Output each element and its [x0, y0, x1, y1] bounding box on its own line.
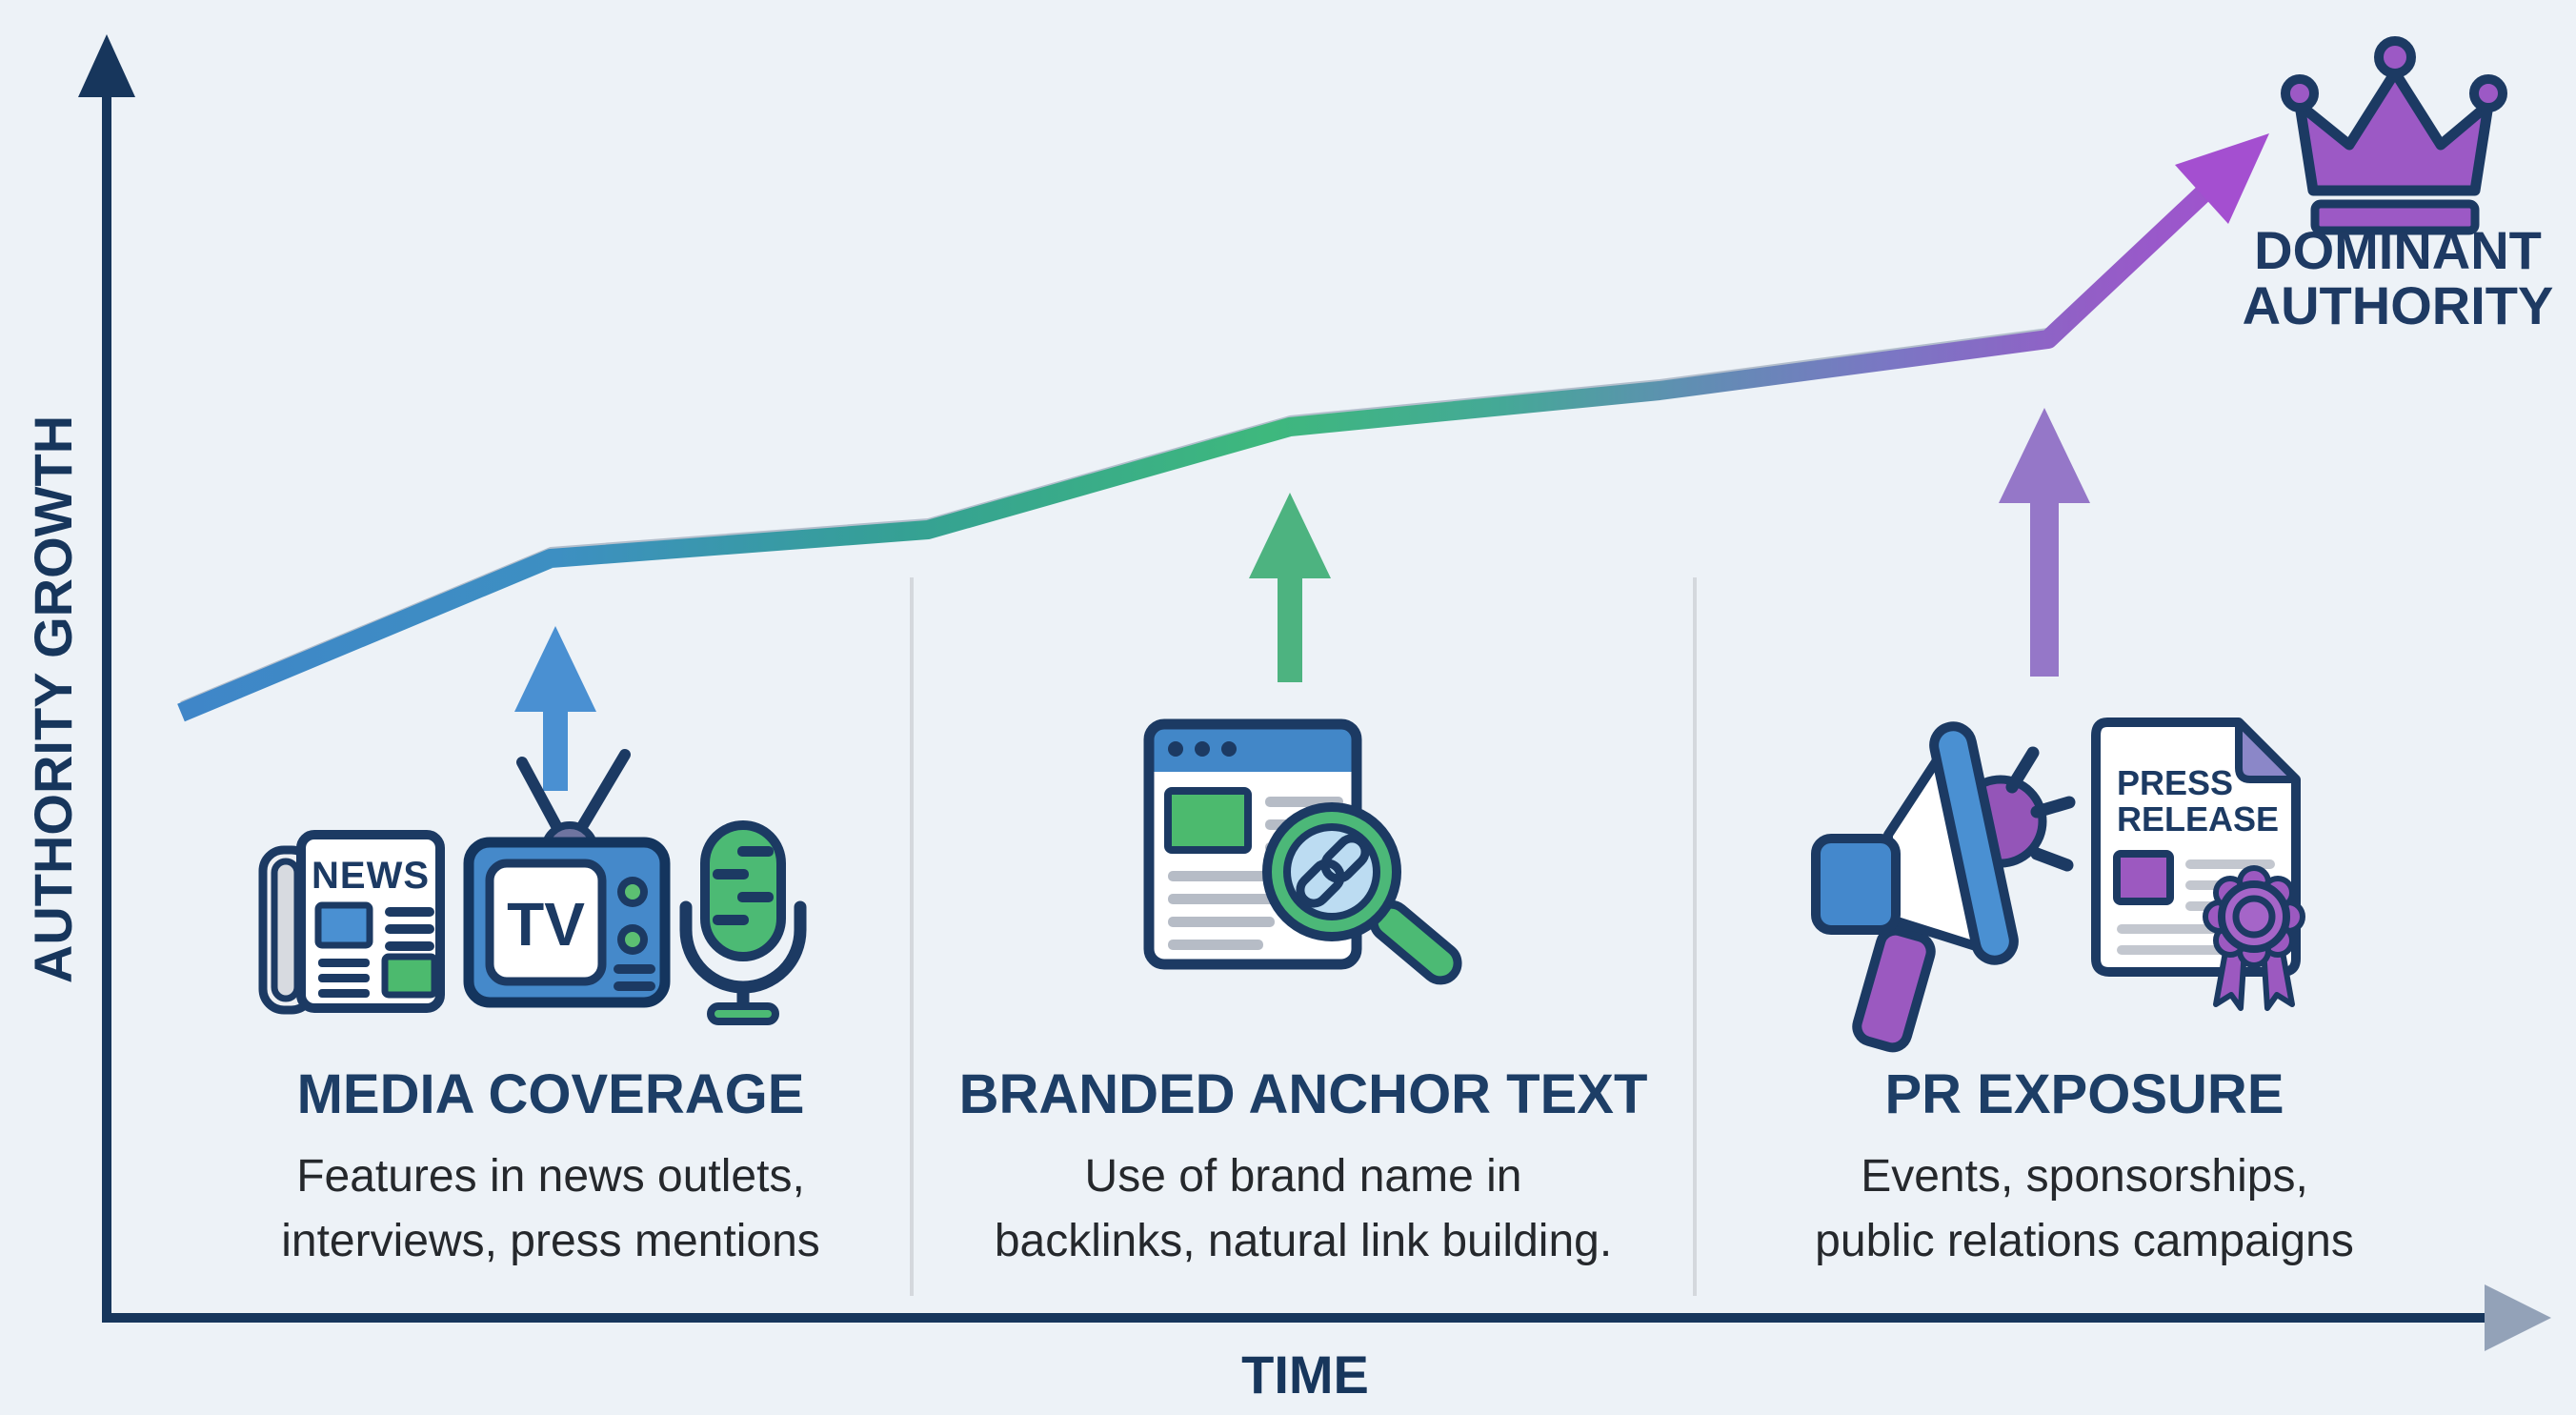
press-release-icon: PRESS RELEASE [2091, 718, 2305, 1011]
chain-link-icon [1296, 834, 1370, 908]
summit-label-line2: AUTHORITY [2243, 275, 2554, 335]
section-desc-line: backlinks, natural link building. [995, 1216, 1612, 1266]
microphone-icon [679, 820, 807, 1025]
browser-dot-icon [1168, 741, 1183, 757]
y-axis-arrowhead-icon [78, 34, 135, 97]
section-desc-line: Features in news outlets, [296, 1151, 805, 1202]
section-desc-line: interviews, press mentions [281, 1216, 820, 1266]
up-arrow-purple-icon [1999, 408, 2090, 677]
summit-label-line1: DOMINANT [2254, 220, 2542, 280]
browser-dot-icon [1195, 741, 1210, 757]
x-axis-arrowhead-icon [2485, 1284, 2551, 1351]
y-axis-label: AUTHORITY GROWTH [23, 415, 83, 983]
up-arrow-green-icon [1249, 493, 1331, 682]
newspaper-title: NEWS [312, 855, 430, 897]
growth-line-arrowhead-icon [2175, 133, 2269, 224]
browser-dot-icon [1221, 741, 1237, 757]
growth-line [177, 133, 2269, 722]
newspaper-icon: NEWS [258, 830, 445, 1015]
sound-waves-icon [2005, 746, 2076, 872]
folded-corner-icon [2235, 718, 2300, 783]
press-release-title-line1: PRESS [2117, 763, 2233, 802]
section-title-pr-exposure: PR EXPOSURE [1885, 1063, 2284, 1125]
section-title-branded-anchor-text: BRANDED ANCHOR TEXT [959, 1063, 1648, 1125]
crown-icon [2281, 36, 2507, 235]
up-arrow-blue-icon [514, 626, 596, 791]
tv-icon: TV [463, 749, 671, 1008]
section-desc-line: Use of brand name in [1085, 1151, 1522, 1202]
section-title-media-coverage: MEDIA COVERAGE [297, 1063, 805, 1125]
x-axis-label: TIME [1241, 1344, 1369, 1405]
browser-link-search-icon [1143, 718, 1462, 985]
y-axis [78, 34, 135, 1321]
magnifier-icon [1262, 802, 1462, 985]
tv-screen-label: TV [507, 890, 585, 959]
rosette-icon [2203, 865, 2305, 1011]
x-axis [102, 1284, 2551, 1351]
press-release-title-line2: RELEASE [2117, 799, 2279, 839]
section-desc-line: Events, sponsorships, [1861, 1151, 2308, 1202]
megaphone-icon [1811, 721, 2076, 1053]
section-desc-line: public relations campaigns [1815, 1216, 2354, 1266]
